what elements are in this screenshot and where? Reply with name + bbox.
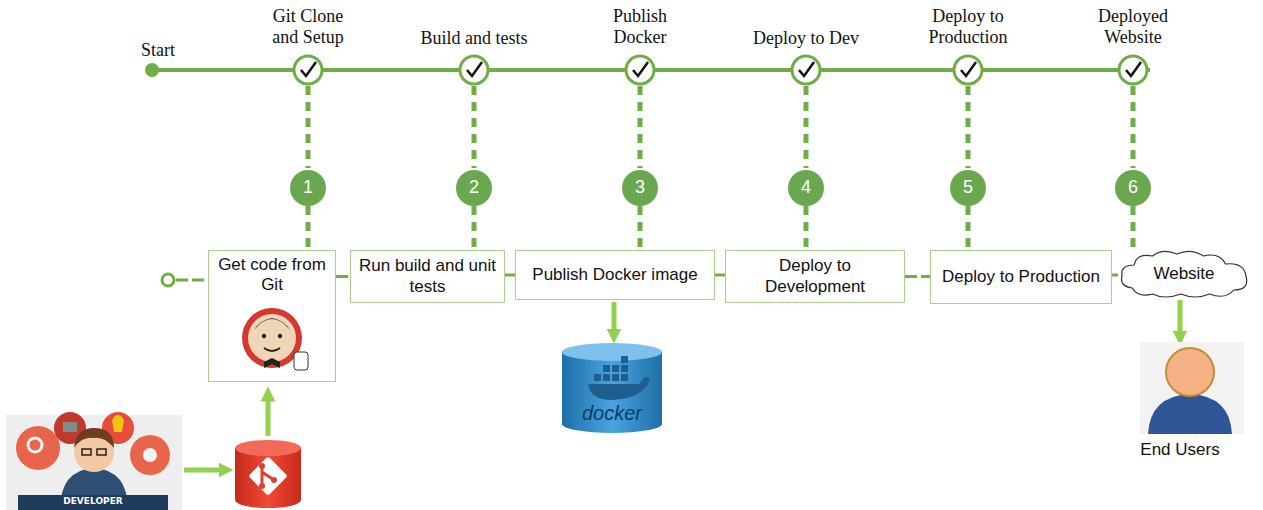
node-text: 3 [635,177,645,199]
process-box: Publish Docker image [515,250,715,300]
docker-label: docker [562,402,662,425]
node-text: Publish Docker image [532,265,697,285]
step-number: 6 [1115,170,1151,206]
step-number: 4 [788,170,824,206]
connector [1112,274,1118,277]
step-number: 5 [950,170,986,206]
drop-line [966,86,971,168]
stage-label: Publish Docker [598,6,682,47]
node-text: 1 [303,177,313,199]
row-start-dot [162,274,174,286]
check-mark [467,62,482,76]
jenkins-icon [242,308,308,370]
stage-label: Git Clone and Setup [260,6,356,47]
drop-line [306,86,311,168]
check-mark [961,62,976,76]
drop-line [1131,86,1136,168]
connector [715,274,725,277]
node-text: Deploy to Production [942,267,1100,287]
milestone-circle [792,56,820,84]
stage-label: Deploy to Production [916,6,1020,47]
flow-arrow [1178,300,1183,338]
step-number: 2 [456,170,492,206]
flow-arrow [612,302,617,336]
milestone-circle [1119,56,1147,84]
node-text: 4 [801,177,811,199]
connector [336,275,350,278]
flow-arrow [266,394,271,436]
drop-line [472,86,477,168]
docker-registry [562,343,662,433]
connector [1131,206,1136,248]
process-box: Get code from Git [208,250,336,382]
process-box: Deploy to Production [930,250,1112,304]
drop-line [804,86,809,168]
node-text: Website [1153,264,1214,284]
check-mark [301,62,316,76]
stage-label: Deploy to Dev [731,28,881,49]
connector [804,206,809,250]
connector [472,206,477,250]
check-mark [633,62,648,76]
process-box: Deploy to Development [725,250,905,303]
node-text: 6 [1128,177,1138,199]
developer-illustration [6,412,182,510]
milestone-circle [294,56,322,84]
stage-label: Build and tests [389,28,559,49]
start-label: Start [128,40,188,61]
stage-label: Deployed Website [1085,6,1181,47]
node-text: Run build and unit tests [357,256,498,297]
cloud-shape: Website [1118,248,1250,300]
milestones [294,56,1147,168]
connector [905,275,930,278]
milestone-circle [460,56,488,84]
drop-line [638,86,643,168]
step-number: 1 [290,170,326,206]
flow-arrow [184,468,226,473]
end-user-icon [1140,342,1244,434]
node-text: 2 [469,177,479,199]
connector [966,206,971,250]
process-box: Run build and unit tests [350,250,505,303]
connector [306,206,311,250]
check-mark [1126,62,1141,76]
check-mark [799,62,814,76]
milestone-circle [626,56,654,84]
milestone-circle [954,56,982,84]
git-repository [235,440,301,508]
start-dot [145,63,159,77]
node-text: Deploy to Development [732,256,898,297]
step-number: 3 [622,170,658,206]
node-text: Get code from Git [215,255,329,296]
row-start-line [176,279,207,282]
developer-label: DEVELOPER [18,496,168,506]
node-text: 5 [963,177,973,199]
connector [505,274,515,277]
connector [638,206,643,250]
end-users-label: End Users [1120,440,1240,460]
